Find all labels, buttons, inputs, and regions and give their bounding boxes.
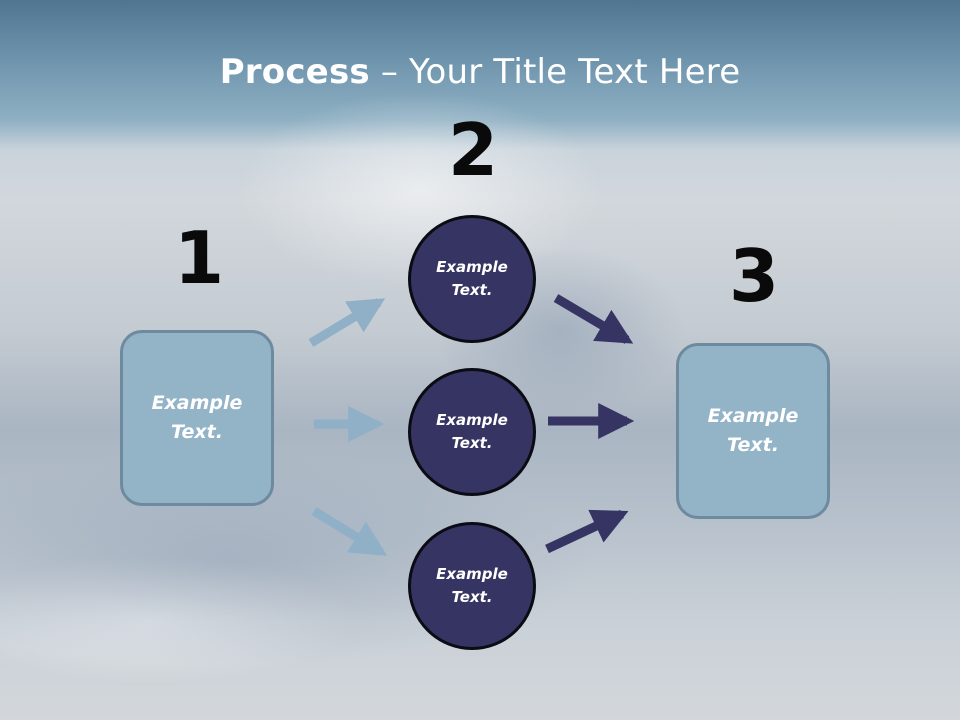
right-box-line1: Example: [707, 405, 799, 427]
circle-bottom-line2: Text.: [451, 588, 493, 606]
step-number-3: 3: [728, 234, 780, 318]
step-number-1: 1: [173, 216, 225, 300]
arrow-top-to-right: [553, 294, 634, 344]
left-box-line2: Text.: [171, 421, 223, 443]
title-rest: – Your Title Text Here: [369, 52, 741, 92]
step-number-2: 2: [447, 108, 499, 192]
circle-top-line1: Example: [436, 258, 508, 276]
right-box-line2: Text.: [727, 434, 779, 456]
circle-middle-line1: Example: [436, 411, 508, 429]
slide-title: Process – Your Title Text Here: [0, 52, 960, 92]
circle-middle-line2: Text.: [451, 434, 493, 452]
arrow-left-to-top: [308, 298, 386, 347]
circle-bottom-line1: Example: [436, 565, 508, 583]
arrow-left-to-bottom: [311, 507, 388, 556]
title-bold: Process: [219, 52, 370, 92]
left-box-line1: Example: [151, 392, 243, 414]
arrow-bottom-to-right: [545, 509, 629, 554]
circle-top-line2: Text.: [451, 281, 493, 299]
